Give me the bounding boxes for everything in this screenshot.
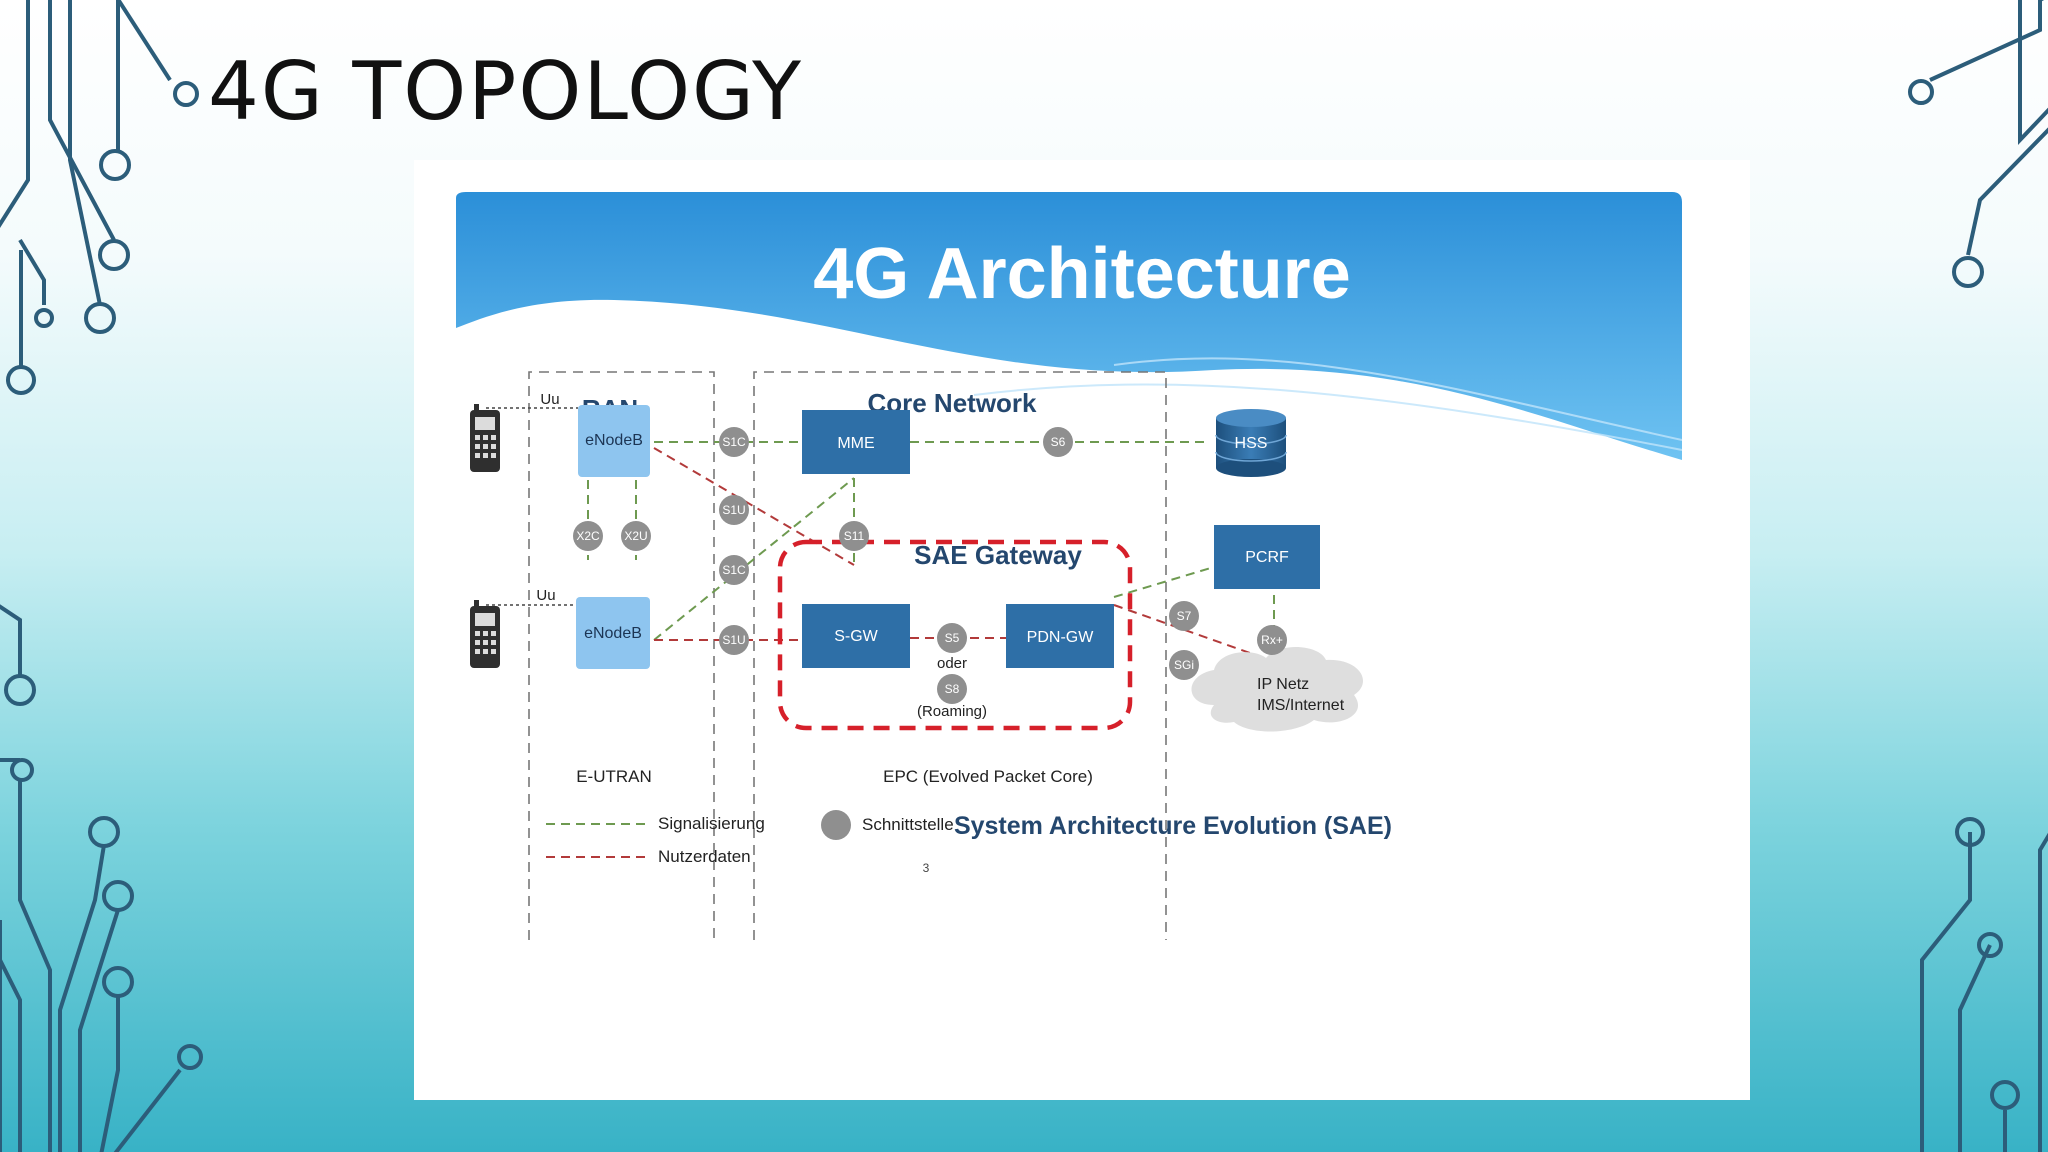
pdn-gw-box — [1006, 604, 1114, 668]
uu-label-bottom: Uu — [536, 587, 555, 604]
s11-label: S11 — [844, 529, 865, 543]
interface-s1c-bottom — [719, 555, 749, 585]
mobile-phone-icon — [470, 404, 500, 472]
link-pdngw-cloud — [1113, 604, 1265, 659]
legend-signalisierung: Signalisierung — [658, 814, 765, 833]
ran-region-border — [528, 371, 715, 940]
legend-interface-circle — [821, 810, 851, 840]
interface-s1u-bottom — [719, 625, 749, 655]
sgi-label: SGi — [1174, 658, 1194, 672]
interface-s6 — [1043, 427, 1073, 457]
enodeb-bottom-label: eNodeB — [584, 625, 642, 642]
x2c-label: X2C — [576, 529, 600, 543]
enodeb-top-box — [578, 405, 650, 477]
legend-nutzerdaten: Nutzerdaten — [658, 847, 751, 866]
mme-box — [802, 410, 910, 474]
interface-s1u-top — [719, 495, 749, 525]
hss-label: HSS — [1235, 435, 1268, 452]
interface-s7 — [1169, 601, 1199, 631]
sae-footer-title: System Architecture Evolution (SAE) — [954, 812, 1392, 840]
sae-gateway-label: SAE Gateway — [914, 540, 1082, 570]
uu-label-top: Uu — [540, 391, 559, 408]
rx-label: Rx+ — [1261, 633, 1283, 647]
sgw-box — [802, 604, 910, 668]
interface-x2u — [621, 521, 651, 551]
s1c-top-label: S1C — [722, 435, 746, 449]
epc-caption: EPC (Evolved Packet Core) — [883, 767, 1093, 786]
mobile-phone-icon — [470, 600, 500, 668]
pcrf-box — [1214, 525, 1320, 589]
sgw-label: S-GW — [834, 628, 878, 645]
interface-s5 — [937, 623, 967, 653]
interface-s1c-top — [719, 427, 749, 457]
roaming-note: (Roaming) — [917, 703, 987, 720]
enodeb-top-label: eNodeB — [585, 432, 643, 449]
enodeb-bottom-box — [576, 597, 650, 669]
interface-s8 — [937, 674, 967, 704]
legend-schnittstelle: Schnittstelle — [862, 815, 954, 834]
ip-cloud-line1: IP Netz — [1257, 676, 1309, 693]
s7-label: S7 — [1177, 609, 1192, 623]
interface-x2c — [573, 521, 603, 551]
oder-note: oder — [937, 655, 967, 672]
s8-label: S8 — [945, 682, 960, 696]
sae-gateway-border — [777, 539, 1133, 731]
architecture-heading: 4G Architecture — [813, 234, 1351, 314]
pdn-gw-label: PDN-GW — [1027, 629, 1095, 646]
link-enb2-mme — [653, 477, 855, 641]
page-number: 3 — [923, 861, 930, 875]
database-icon — [1215, 409, 1287, 477]
s6-label: S6 — [1051, 435, 1066, 449]
slide-title: 4G TOPOLOGY — [208, 45, 803, 138]
interface-rx — [1257, 625, 1287, 655]
pcrf-label: PCRF — [1245, 549, 1289, 566]
architecture-diagram: 4G Architecture RAN Core Network — [456, 192, 1683, 940]
header-banner — [456, 192, 1682, 460]
interface-sgi — [1169, 650, 1199, 680]
ip-cloud-line2: IMS/Internet — [1257, 697, 1345, 714]
s1u-bottom-label: S1U — [722, 633, 745, 647]
eutran-caption: E-UTRAN — [576, 767, 652, 786]
mme-label: MME — [837, 435, 874, 452]
core-region-border — [753, 371, 1167, 940]
interface-s11 — [839, 521, 869, 551]
x2u-label: X2U — [624, 529, 647, 543]
architecture-figure: 4G Architecture RAN Core Network — [414, 160, 1750, 1100]
link-enb1-sgw — [653, 447, 855, 566]
s1c-bottom-label: S1C — [722, 563, 746, 577]
s5-label: S5 — [945, 631, 960, 645]
cloud-icon — [1191, 646, 1364, 732]
wave-lines — [973, 357, 1683, 451]
s1u-top-label: S1U — [722, 503, 745, 517]
